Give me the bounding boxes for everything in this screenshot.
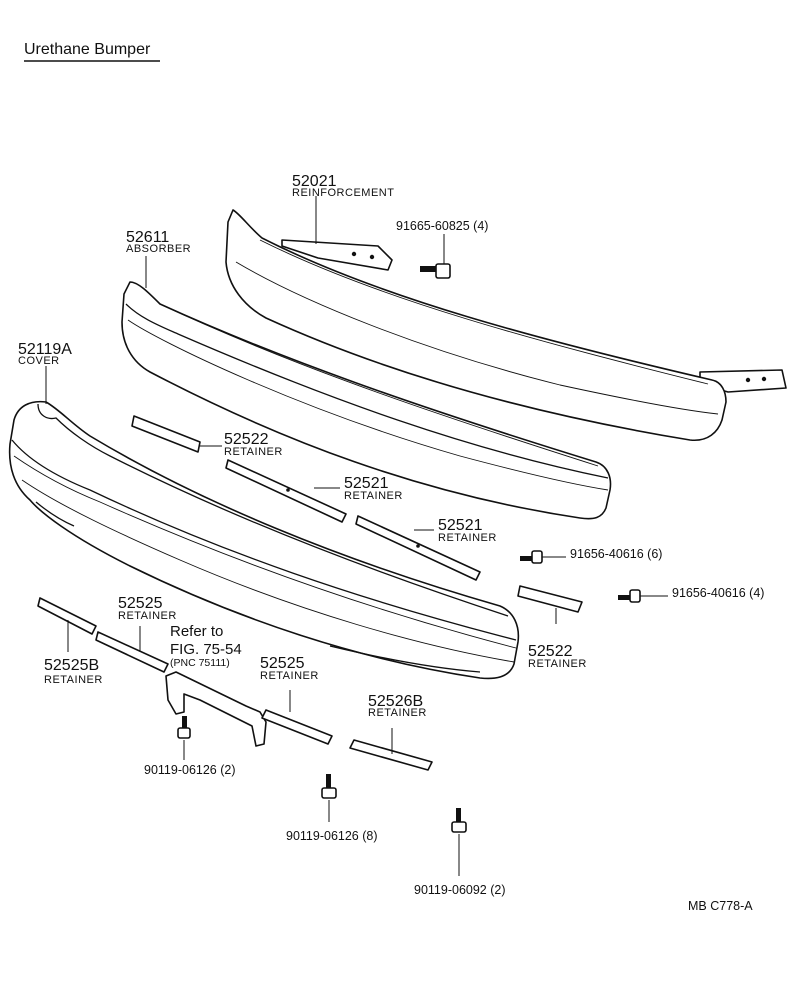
footer-code: MB C778-A	[688, 899, 753, 913]
screw-91656-b-icon	[618, 589, 641, 603]
screw-91656-a-icon	[520, 550, 543, 564]
retainer-52525b	[37, 597, 97, 635]
diagram-title: Urethane Bumper	[24, 41, 151, 58]
label-91656-b: 91656-40616 (4)	[672, 586, 764, 600]
label-52525-left-name: RETAINER	[118, 610, 177, 622]
label-52611-name: ABSORBER	[126, 243, 191, 255]
label-52525-right-name: RETAINER	[260, 670, 319, 682]
label-52119a-name: COVER	[18, 355, 60, 367]
label-52021-name: REINFORCEMENT	[292, 187, 394, 199]
label-52525b-number: 52525B	[44, 657, 99, 674]
label-91665: 91665-60825 (4)	[396, 219, 488, 233]
label-52119a-number: 52119A	[18, 341, 72, 358]
label-52522-upper-name: RETAINER	[224, 446, 283, 458]
label-90119-a: 90119-06126 (2)	[144, 763, 236, 777]
label-52521-b-number: 52521	[438, 517, 483, 534]
retainer-52526b	[349, 739, 433, 771]
leader-lines	[45, 196, 668, 876]
retainer-52522-lower	[517, 585, 583, 613]
bolt-90119-b-icon	[321, 774, 337, 799]
bolt-91665-icon	[420, 263, 451, 279]
label-52521-a-name: RETAINER	[344, 490, 403, 502]
label-52522-lower-number: 52522	[528, 643, 573, 660]
absorber-part	[121, 281, 612, 520]
label-52521-b-name: RETAINER	[438, 532, 497, 544]
label-52521-a-number: 52521	[344, 475, 389, 492]
label-90119-c: 90119-06092 (2)	[414, 883, 506, 897]
bolt-90119-a-icon	[177, 716, 191, 739]
retainer-52521-a	[225, 459, 347, 523]
cover-part	[8, 400, 520, 680]
retainer-52522-upper	[131, 415, 201, 453]
label-91656-a: 91656-40616 (6)	[570, 547, 662, 561]
label-52522-upper-number: 52522	[224, 431, 269, 448]
reference-line2: FIG. 75-54	[170, 641, 242, 658]
label-90119-b: 90119-06126 (8)	[286, 829, 378, 843]
retainer-52521-b	[355, 515, 481, 581]
reference-line3: (PNC 75111)	[170, 657, 230, 669]
label-52525-left-number: 52525	[118, 595, 163, 612]
retainer-52525-left	[95, 631, 169, 673]
label-52021-number: 52021	[292, 173, 337, 190]
bolt-90119-c-icon	[451, 808, 467, 833]
label-52611-number: 52611	[126, 229, 169, 246]
label-52522-lower-name: RETAINER	[528, 658, 587, 670]
retainer-52525-right	[261, 709, 333, 745]
label-52526b-number: 52526B	[368, 693, 423, 710]
label-52525-right-number: 52525	[260, 655, 305, 672]
reference-line1: Refer to	[170, 623, 223, 640]
label-52526b-name: RETAINER	[368, 707, 427, 719]
label-52525b-name: RETAINER	[44, 674, 103, 686]
bracket-reference-part	[165, 671, 267, 747]
reinforcement-part	[225, 209, 787, 442]
